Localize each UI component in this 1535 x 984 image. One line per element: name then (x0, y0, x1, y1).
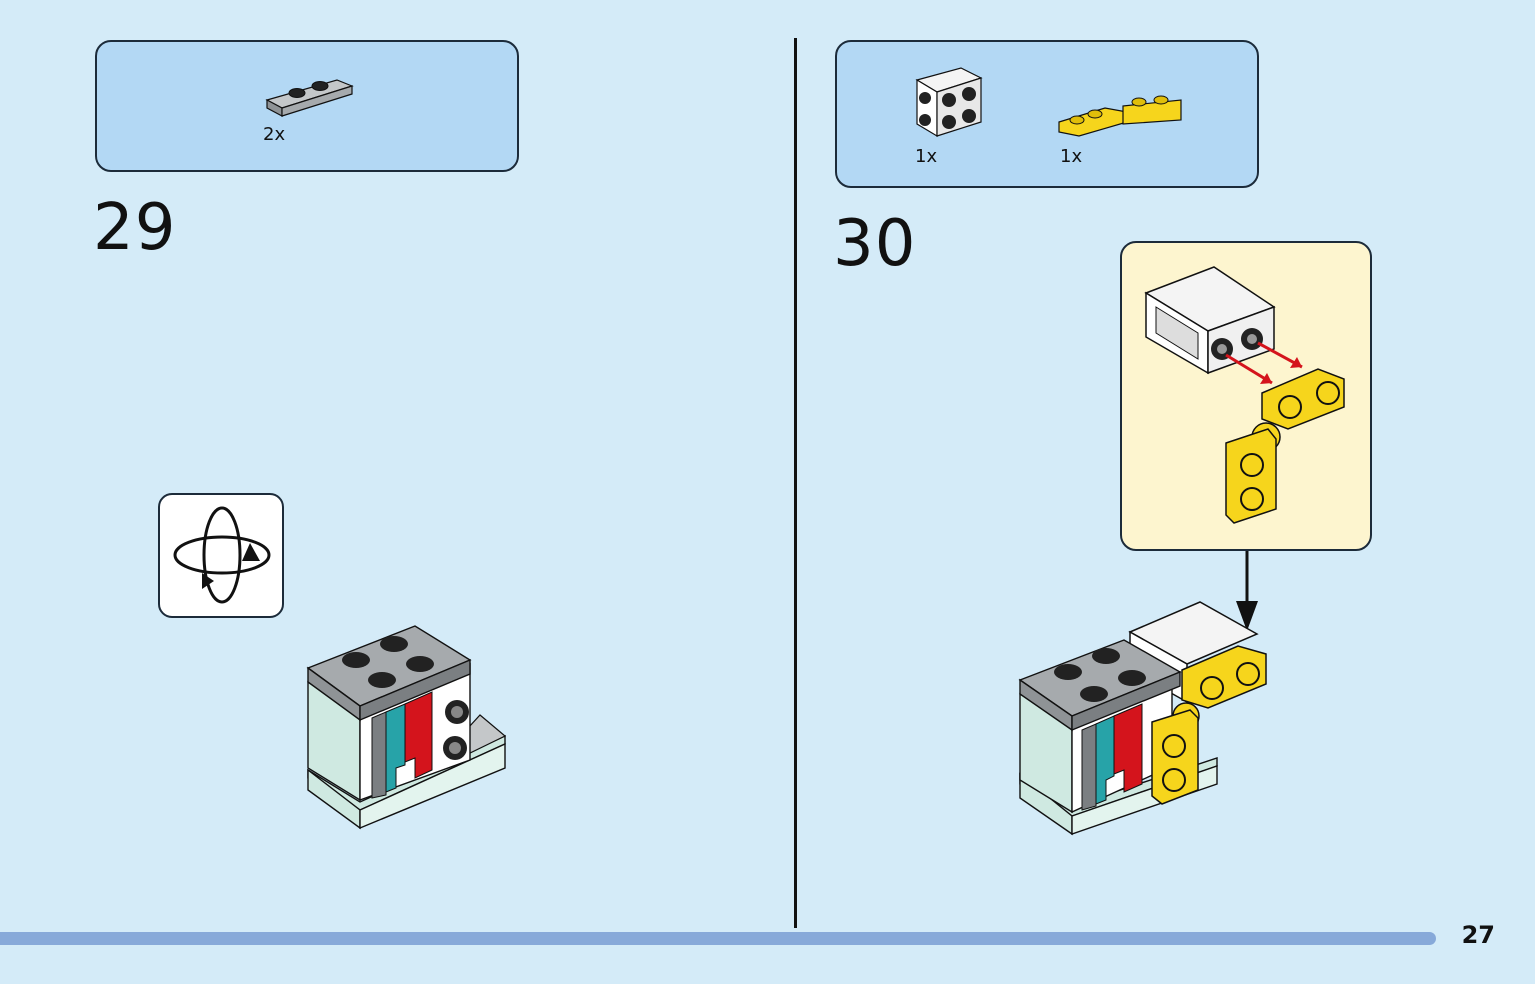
page-number: 27 (1461, 921, 1495, 949)
yellow-hinge-plate-icon (1058, 95, 1182, 137)
rotate-model-icon (173, 506, 271, 604)
step-number: 30 (833, 207, 917, 281)
part-qty: 1x (1060, 146, 1083, 167)
part-qty: 1x (915, 146, 938, 167)
parts-list-step-29: 2x (95, 40, 519, 172)
sub-assembly-callout (1120, 241, 1372, 551)
footer-bar (0, 932, 1436, 945)
down-arrow-icon (1236, 551, 1258, 631)
step-number: 29 (93, 191, 177, 265)
model-step-29 (306, 625, 507, 830)
white-brick-studs-icon (915, 67, 983, 138)
page-divider (794, 38, 797, 928)
model-step-30 (1018, 601, 1267, 836)
parts-list-step-30: 1x 1x (835, 40, 1259, 188)
rotate-model-callout (158, 493, 284, 618)
sub-assembly-diagram (1144, 266, 1345, 524)
gray-jumper-plate-icon (265, 79, 354, 117)
part-qty: 2x (263, 124, 286, 145)
